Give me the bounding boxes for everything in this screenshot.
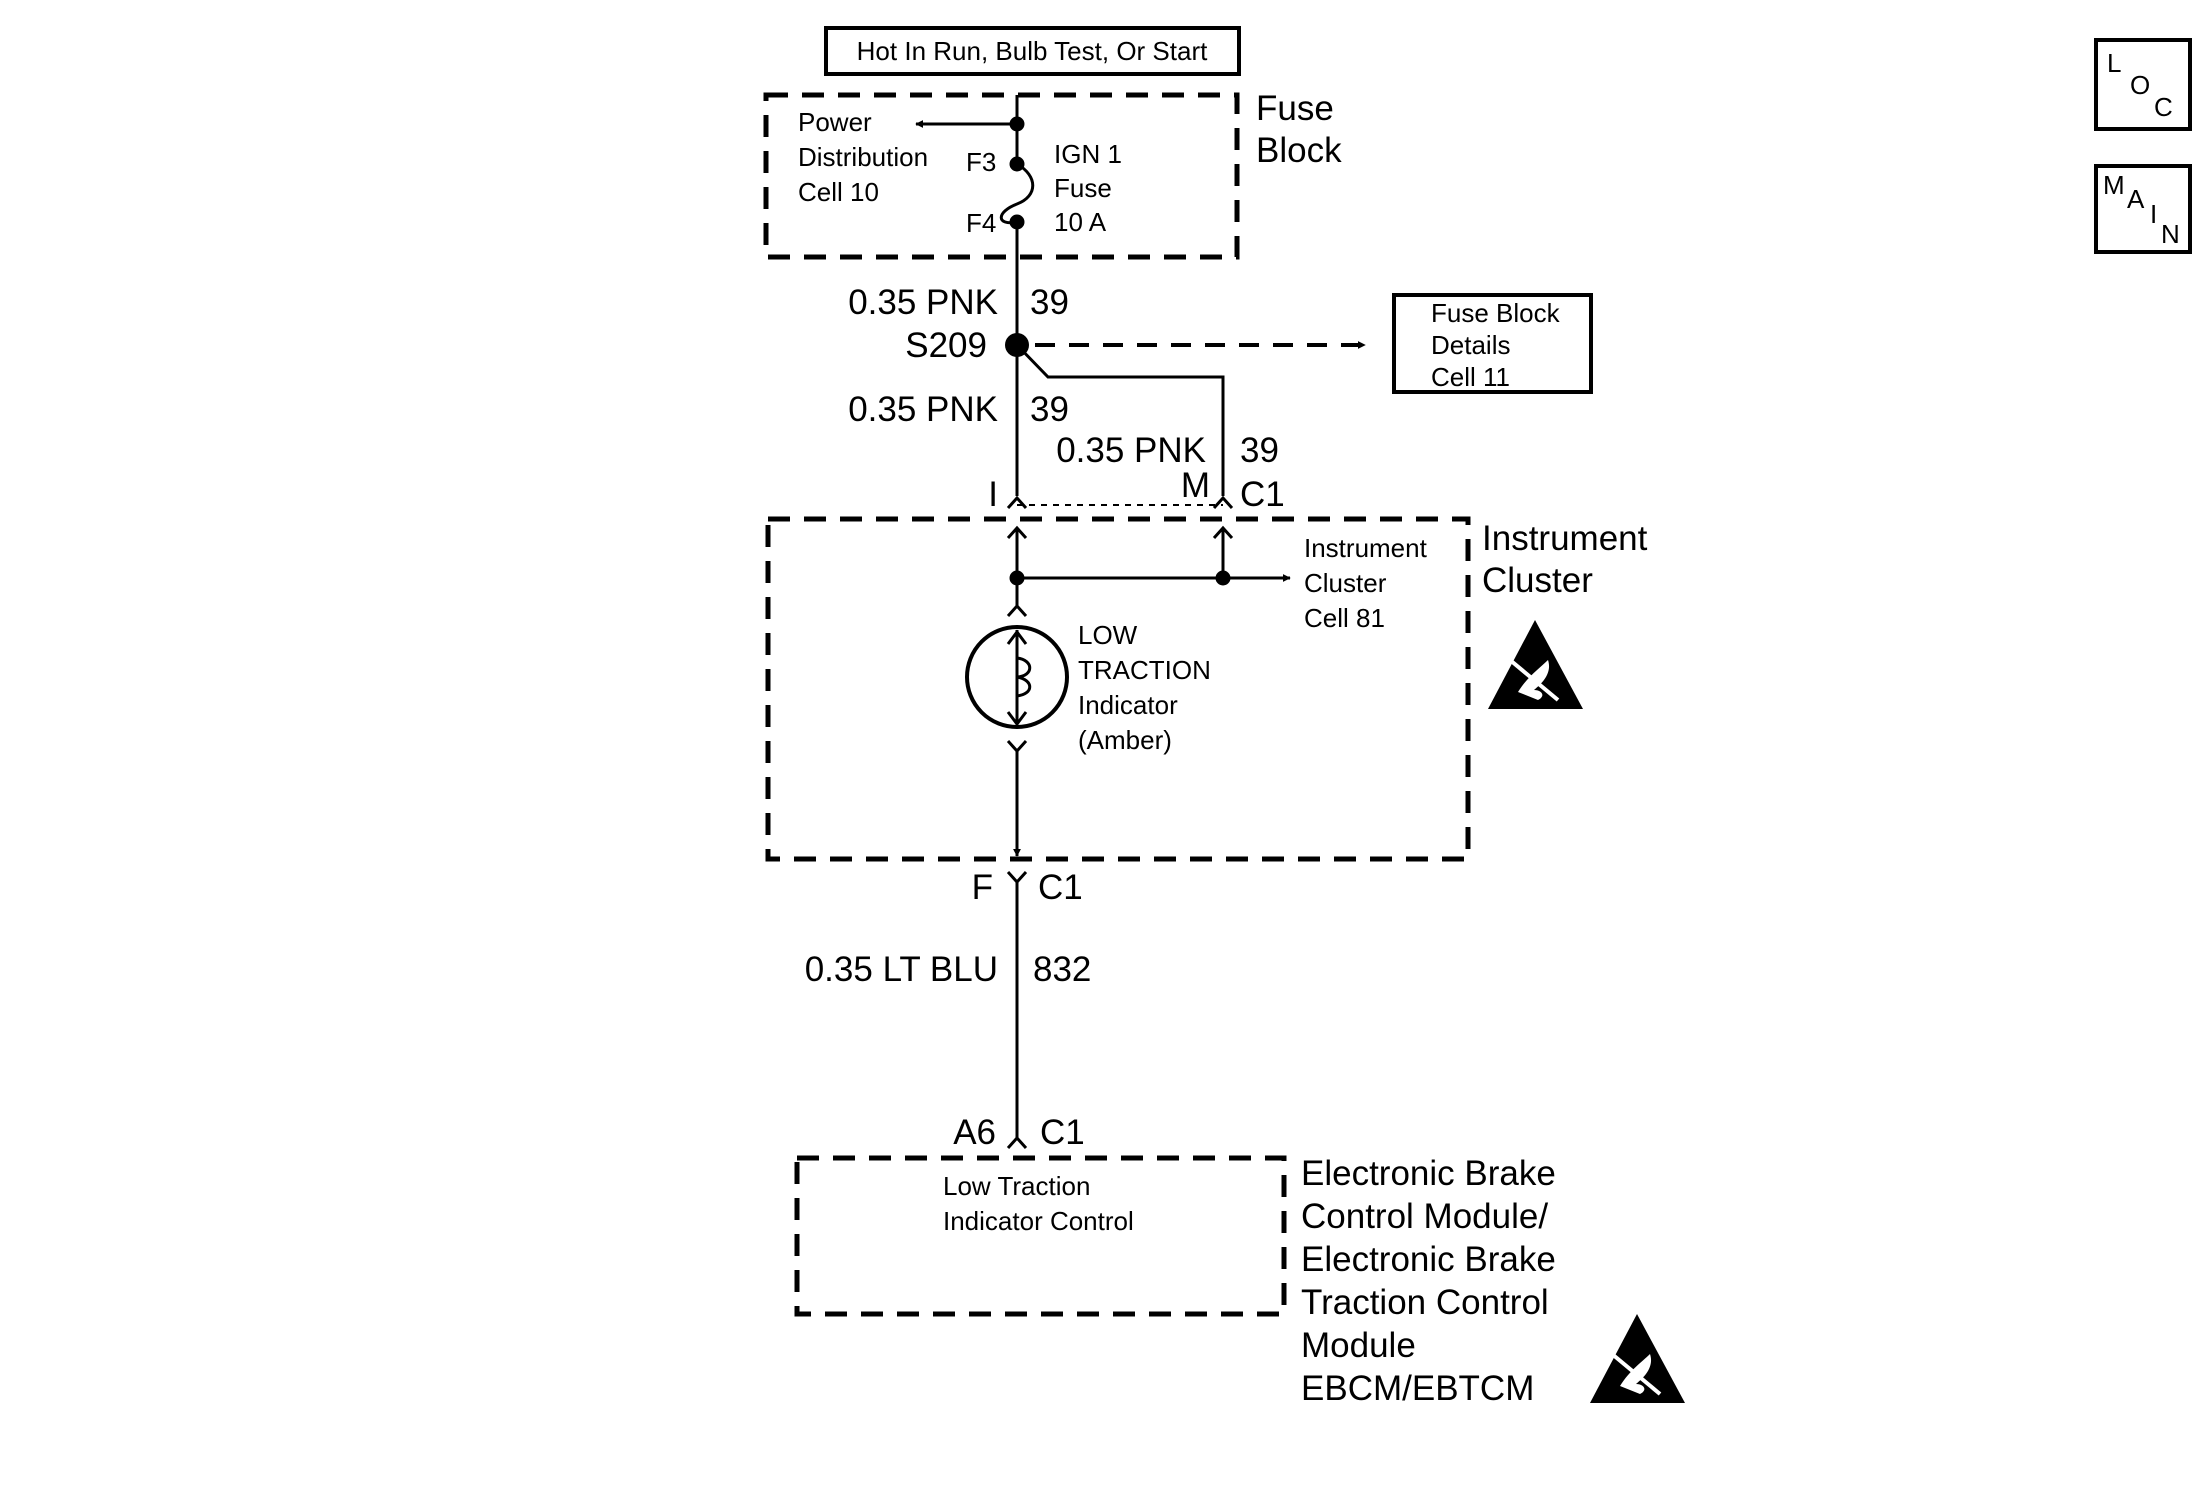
esd-sensitive-icon <box>1488 620 1583 709</box>
wire-circuit-label: 39 <box>1240 431 1279 470</box>
power-distribution-ref-2[interactable]: Distribution <box>798 142 928 172</box>
wire-color-label: 0.35 PNK <box>848 390 998 429</box>
cluster-ref-2[interactable]: Cluster <box>1304 568 1387 598</box>
instrument-cluster-title-2: Cluster <box>1482 561 1593 600</box>
wire-color-label: 0.35 PNK <box>848 283 998 322</box>
ebcm-title: Electronic Brake <box>1301 1154 1556 1193</box>
lamp-label-3: Indicator <box>1078 690 1178 720</box>
wire-color-label: 0.35 PNK <box>1056 431 1206 470</box>
loc-letter: C <box>2154 92 2173 122</box>
splice-label: S209 <box>905 326 987 365</box>
esd-sensitive-icon <box>1590 1314 1685 1403</box>
loc-letter: L <box>2107 48 2121 78</box>
ref-text[interactable]: Details <box>1431 330 1510 360</box>
fuse-block-details-ref[interactable]: Fuse Block Details Cell 11 <box>1392 293 1593 394</box>
power-distribution-ref[interactable]: Power <box>798 107 872 137</box>
ebcm-module: Low Traction Indicator Control Electroni… <box>794 1154 1556 1408</box>
cluster-ref[interactable]: Instrument <box>1304 533 1428 563</box>
main-button[interactable]: M A I N <box>2094 164 2192 254</box>
ebcm-connector: A6 C1 <box>953 1113 1085 1152</box>
fuse-name: IGN 1 <box>1054 139 1122 169</box>
lamp-label-4: (Amber) <box>1078 725 1172 755</box>
pin-label: I <box>988 475 998 514</box>
pin-label: F <box>972 868 993 907</box>
connector-label: C1 <box>1240 475 1285 514</box>
wire-circuit-label: 832 <box>1033 950 1091 989</box>
connector-label: C1 <box>1040 1113 1085 1152</box>
ebcm-title-2: Control Module/ <box>1301 1197 1548 1236</box>
fuse-rating: 10 A <box>1054 207 1107 237</box>
instrument-cluster: Instrument Cluster Instrument Cluster Ce… <box>765 516 1648 862</box>
fuse-block-title-2: Block <box>1256 131 1342 170</box>
lamp-label-2: TRACTION <box>1078 655 1211 685</box>
loc-letter: O <box>2130 70 2150 100</box>
wire-color-label: 0.35 LT BLU <box>805 950 998 989</box>
main-letter: I <box>2150 199 2157 229</box>
wires <box>1015 338 1366 496</box>
power-source-header: Hot In Run, Bulb Test, Or Start <box>824 26 1241 76</box>
fuse-icon <box>999 95 1035 338</box>
power-source-label: Hot In Run, Bulb Test, Or Start <box>857 36 1208 66</box>
ref-text[interactable]: Cell 11 <box>1431 362 1510 392</box>
main-letter: M <box>2103 170 2125 200</box>
fuse-block: Fuse Block Power Distribution Cell 10 F3… <box>763 89 1342 260</box>
fuse-block-title: Fuse <box>1256 89 1334 128</box>
fuse-terminal-f3: F3 <box>966 147 996 177</box>
fuse-terminal-f4: F4 <box>966 208 996 238</box>
ebcm-title-6: EBCM/EBTCM <box>1301 1369 1534 1408</box>
instrument-cluster-title: Instrument <box>1482 519 1648 558</box>
wire-circuit-label: 39 <box>1030 390 1069 429</box>
ref-text[interactable]: Fuse Block <box>1431 298 1561 328</box>
pin-label: A6 <box>953 1113 996 1152</box>
ebcm-title-5: Module <box>1301 1326 1416 1365</box>
cluster-ref-3[interactable]: Cell 81 <box>1304 603 1385 633</box>
main-letter: A <box>2127 184 2145 214</box>
fuse-name-2: Fuse <box>1054 173 1112 203</box>
cluster-connector-top: I M C1 <box>988 466 1284 514</box>
pin-label: M <box>1181 466 1210 505</box>
connector-label: C1 <box>1038 868 1083 907</box>
cluster-connector-bottom: F C1 <box>972 868 1083 907</box>
ebcm-title-4: Traction Control <box>1301 1283 1549 1322</box>
ebcm-title-3: Electronic Brake <box>1301 1240 1556 1279</box>
ebcm-internal-label-2: Indicator Control <box>943 1206 1134 1236</box>
power-distribution-ref-3[interactable]: Cell 10 <box>798 177 879 207</box>
wire-circuit-label: 39 <box>1030 283 1069 322</box>
loc-button[interactable]: L O C <box>2094 38 2192 131</box>
main-letter: N <box>2161 219 2180 249</box>
cluster-internal-wiring <box>1006 525 1291 857</box>
ebcm-internal-label: Low Traction <box>943 1171 1090 1201</box>
bulb-icon <box>965 625 1069 729</box>
lamp-label: LOW <box>1078 620 1138 650</box>
